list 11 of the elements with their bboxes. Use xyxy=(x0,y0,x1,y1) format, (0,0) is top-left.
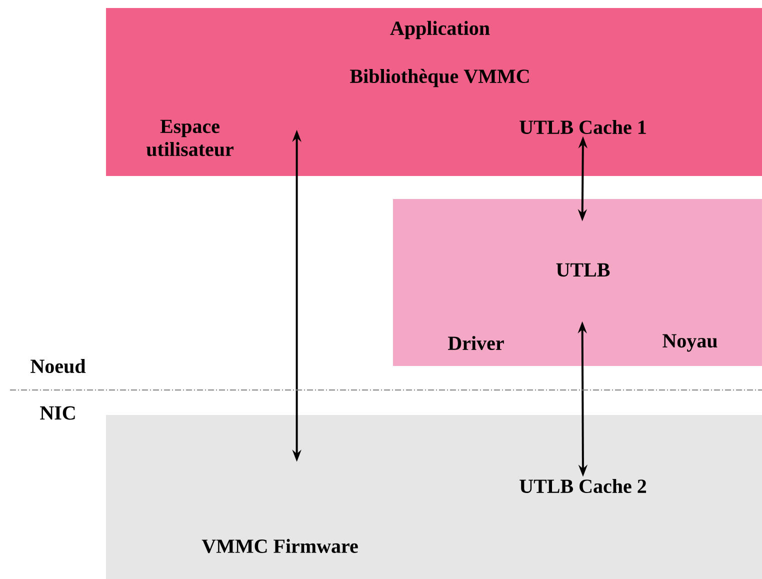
region-label: NIC xyxy=(40,406,75,420)
component-label: UTLB Cache 1 xyxy=(520,120,646,134)
region-label: Noeud xyxy=(30,358,86,374)
band-label: Bibliothèque VMMC xyxy=(350,68,529,88)
band-label: Noyau xyxy=(662,334,718,352)
band-label: Application xyxy=(390,20,490,40)
band-label: Driver xyxy=(448,336,504,350)
component-label: UTLB Cache 2 xyxy=(520,478,646,494)
band-label: VMMC Firmware xyxy=(202,538,358,554)
band-label: UTLB xyxy=(556,263,610,277)
band-label: Espace utilisateur xyxy=(146,120,234,156)
